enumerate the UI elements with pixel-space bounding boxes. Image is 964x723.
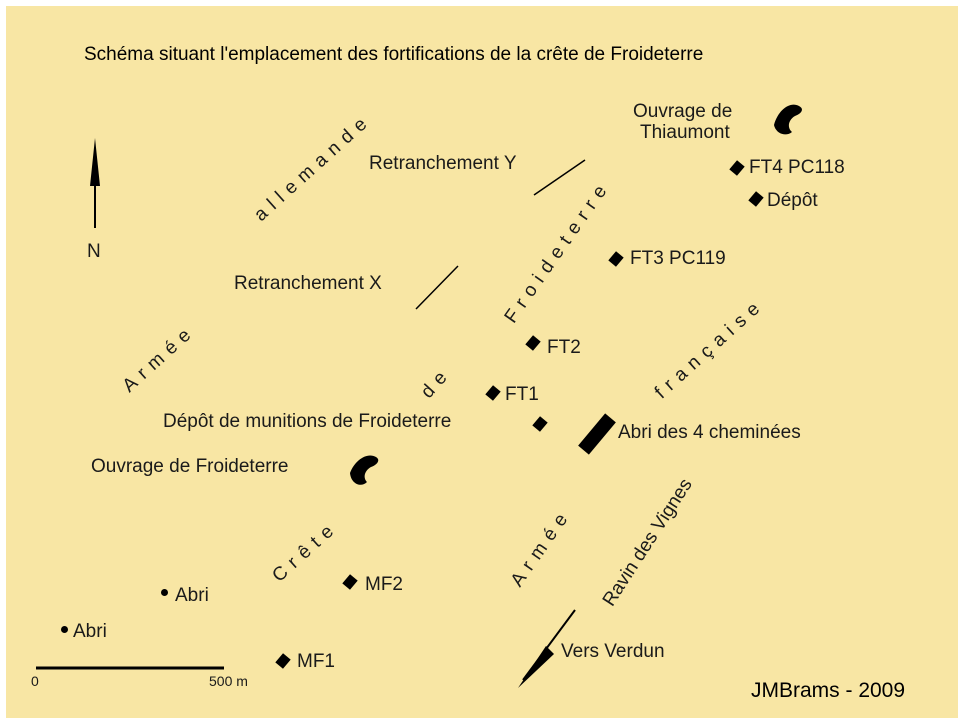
retranchement-x-line xyxy=(415,265,459,310)
map-canvas: Schéma situant l'emplacement des fortifi… xyxy=(6,6,958,718)
label-depot: Dépôt xyxy=(767,190,818,211)
label-ft3: FT3 PC119 xyxy=(630,248,726,269)
abri-4-cheminees-icon xyxy=(578,413,616,455)
label-ouvrage-thiaumont-2: Thiaumont xyxy=(640,122,730,143)
north-arrow-icon xyxy=(90,138,100,228)
ouvrage-froideterre-icon xyxy=(350,455,379,485)
label-depot-munitions: Dépôt de munitions de Froideterre xyxy=(163,411,452,432)
label-abri-a: Abri xyxy=(175,585,209,606)
scale-end-label: 500 m xyxy=(209,673,248,689)
label-retranchement-x: Retranchement X xyxy=(234,273,382,294)
label-ft2: FT2 xyxy=(547,337,581,358)
label-abri-b: Abri xyxy=(73,621,107,642)
label-mf1: MF1 xyxy=(297,651,335,672)
label-ft1: FT1 xyxy=(505,384,539,405)
label-ft4: FT4 PC118 xyxy=(749,157,845,178)
ouvrage-thiaumont-icon xyxy=(774,104,802,135)
label-ouvrage-froideterre: Ouvrage de Froideterre xyxy=(91,456,289,477)
label-ouvrage-thiaumont-1: Ouvrage de xyxy=(633,101,733,122)
map-title: Schéma situant l'emplacement des fortifi… xyxy=(84,44,704,65)
vers-verdun-arrow-icon xyxy=(518,609,576,688)
map-overlay xyxy=(36,104,802,688)
abri-dot-icon xyxy=(161,589,168,596)
scale-start-label: 0 xyxy=(31,673,39,689)
label-mf2: MF2 xyxy=(365,574,403,595)
label-abri-4-cheminees: Abri des 4 cheminées xyxy=(618,422,801,443)
retranchement-y-line xyxy=(533,159,586,196)
north-label: N xyxy=(87,241,101,262)
label-vers-verdun: Vers Verdun xyxy=(561,641,665,662)
abri-dot-icon xyxy=(61,626,68,633)
credit-label: JMBrams - 2009 xyxy=(751,679,906,702)
label-retranchement-y: Retranchement Y xyxy=(369,153,517,174)
